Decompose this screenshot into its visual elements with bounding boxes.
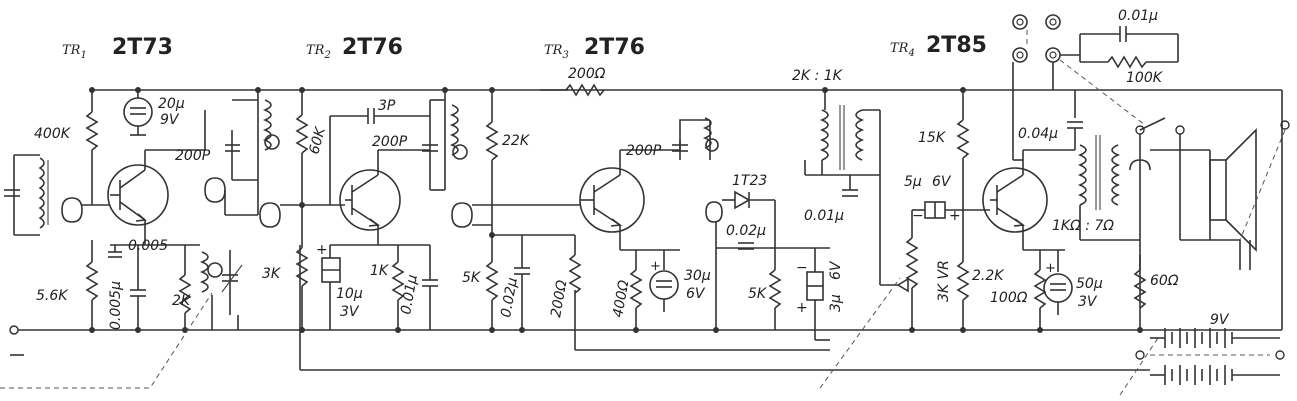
c5u-plus: + [949,208,961,224]
supply-rails [9,89,1282,371]
stage-1-sub: 1 [80,50,86,61]
c3u-minus: − [796,260,808,276]
label-c3u: 3μ [828,294,844,312]
label-r100: 100Ω [990,290,1028,306]
component-labels: 400K 20μ 9V 200P 5.6K 0.005 0.005μ 2K 60… [34,8,1230,330]
label-r200-low: 200Ω [548,279,570,319]
label-r2k: 2K [172,293,192,309]
label-c200p-3: 200P [626,143,662,159]
stage-2-tag: TR [306,43,325,58]
stage-4: − + + [896,14,1290,385]
label-c001u-3: 0.01μ [1118,8,1158,24]
label-c30u: 30μ [684,268,711,284]
stage-3-model: 2T76 [584,35,645,60]
label-c3u-v: 6V [828,260,844,280]
stage-3-heading: TR3 2T76 [544,35,645,61]
stage-1-model: 2T73 [112,35,173,60]
svg-text:TR3: TR3 [544,43,569,61]
battery-upper [1164,328,1233,348]
stage-2-sub: 2 [323,50,330,61]
label-c001u-1: 0.01μ [398,273,421,315]
stage-1-heading: TR1 2T73 [62,35,173,61]
label-r5k-2: 5K [748,286,768,302]
svg-text:TR2: TR2 [306,43,331,61]
label-c10u-v: 3V [340,304,360,320]
label-c20u-v: 9V [160,112,180,128]
label-c200p-1: 200P [175,148,211,164]
label-c200p-2: 200P [372,134,408,150]
label-r400k: 400K [34,126,72,142]
label-r5-6k: 5.6K [36,288,69,304]
svg-text:TR4: TR4 [890,41,915,59]
stage-1 [4,90,280,330]
label-c20u: 20μ [158,96,185,112]
label-c0005: 0.005 [128,238,168,254]
label-tr-ratio-1: 2K : 1K [792,68,844,84]
label-r2-2k: 2.2K [972,268,1005,284]
stage-2: + [259,90,468,330]
label-r200-top: 200Ω [568,66,606,82]
label-r3k: 3K [262,266,282,282]
stage-3-sub: 3 [562,50,568,61]
mechanical-links [0,277,1161,396]
stage-3: + − + [451,83,898,341]
label-r60k: 60K [306,124,329,156]
stage-4-heading: TR4 2T85 [890,33,987,59]
label-diode: 1T23 [732,173,767,189]
label-c50u-v: 3V [1078,294,1098,310]
c5u-minus: − [912,208,924,224]
label-tr-ratio-2: 1KΩ : 7Ω [1052,218,1114,234]
stage-3-tag: TR [544,43,563,58]
label-c30u-v: 6V [686,286,706,302]
label-r15k: 15K [918,130,947,146]
label-c002u-2: 0.02μ [726,223,766,239]
label-r1k: 1K [370,263,390,279]
c3u-plus: + [796,300,808,316]
label-c3p: 3P [378,98,396,114]
label-r5k-1: 5K [462,270,482,286]
label-vr: 3K VR [936,260,952,302]
label-c50u: 50μ [1076,276,1103,292]
label-battery: 9V [1210,312,1230,328]
stage-2-heading: TR2 2T76 [306,35,403,61]
label-r22k: 22K [502,133,531,149]
label-r60: 60Ω [1150,273,1179,289]
label-c5u-v: 6V [932,174,952,190]
label-c001u-2: 0.01μ [804,208,844,224]
stage-4-model: 2T85 [926,33,987,58]
label-r100k: 100K [1126,70,1164,86]
c30u-plus: + [650,259,661,274]
stage-2-model: 2T76 [342,35,403,60]
label-c0005u: 0.005μ [108,281,124,330]
label-c002u-1: 0.02μ [498,276,521,318]
stage-1-tag: TR [62,43,81,58]
label-c5u: 5μ [904,174,922,190]
svg-text:TR1: TR1 [62,43,87,61]
c50u-plus: + [1045,261,1056,276]
stage-4-tag: TR [890,41,909,56]
battery-lower [1164,365,1233,385]
label-r400: 400Ω [610,279,632,319]
label-c004u: 0.04μ [1018,126,1058,142]
c10u-plus: + [316,242,328,258]
stage-4-sub: 4 [907,48,914,59]
label-c10u: 10μ [336,286,363,302]
